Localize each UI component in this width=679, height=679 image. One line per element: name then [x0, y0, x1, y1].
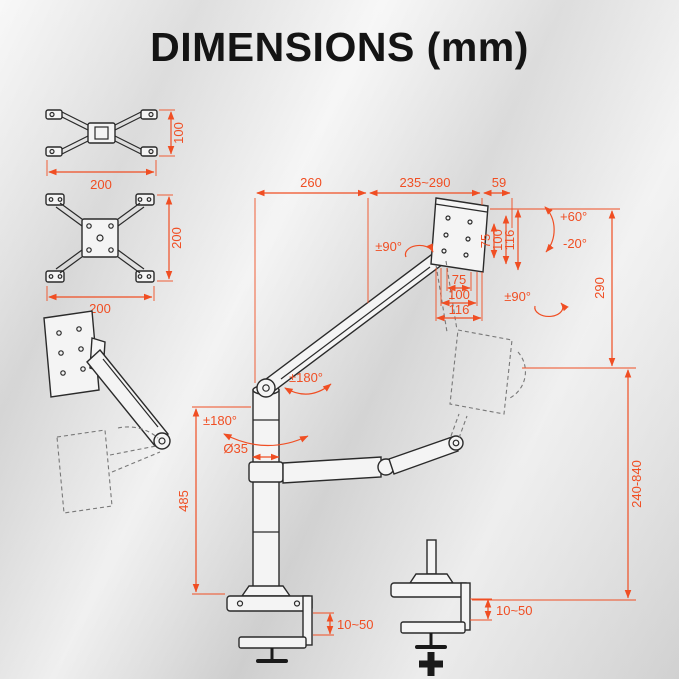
- dim-arm-swivel: ±180°: [289, 370, 323, 385]
- dim-side-swivel: ±90°: [504, 289, 531, 304]
- upper-arm-and-monitor-plate: [256, 197, 489, 398]
- dim-tilt-down: -20°: [563, 236, 587, 251]
- dim-upper-arm-reach: 260: [300, 175, 322, 190]
- dimension-annotations: 260 235~290 59 +60° -20° 75 100 116 75 1…: [176, 175, 644, 636]
- dim-vesa-h-100: 100: [448, 287, 470, 302]
- dim-pole-swivel: ±180°: [203, 413, 237, 428]
- dim-pole-diameter: Ø35: [223, 441, 248, 456]
- dim-vesa-v-100: 100: [490, 229, 505, 251]
- pole-and-desk-clamp: [226, 384, 313, 663]
- vesa-front-view-dimensions: 200 200: [46, 194, 184, 316]
- dim-vesa-front-width: 200: [89, 301, 111, 316]
- arm-folded-side-view: [43, 310, 171, 514]
- dim-tilt-up: +60°: [560, 209, 587, 224]
- dim-vertical-travel: 290: [592, 277, 607, 299]
- dim-column-height: 485: [176, 490, 191, 512]
- dim-vesa-h-75: 75: [452, 272, 466, 287]
- dim-vesa-v-75: 75: [478, 234, 493, 248]
- dim-vesa-v-116: 116: [502, 230, 517, 251]
- dim-vesa-front-height: 200: [169, 227, 184, 249]
- page-title: DIMENSIONS (mm): [150, 24, 529, 70]
- lower-arm-and-ghost-plate: [282, 260, 526, 484]
- dim-head-swivel: ±90°: [375, 239, 402, 254]
- dim-extension-reach: 235~290: [400, 175, 451, 190]
- vesa-plate-front-view: [45, 193, 155, 283]
- dim-clamp-range-right: 10~50: [496, 603, 533, 618]
- grommet-clamp: [390, 539, 471, 676]
- dim-vesa-top-width: 200: [90, 177, 112, 192]
- vesa-plate-top-view: [45, 109, 158, 157]
- dim-vesa-h-116: 116: [449, 302, 470, 317]
- dim-vesa-top-height: 100: [171, 122, 186, 144]
- dim-clamp-range-left: 10~50: [337, 617, 374, 632]
- dim-head-depth: 59: [492, 175, 506, 190]
- dim-height-range: 240-840: [629, 460, 644, 508]
- vesa-top-view-dimensions: 100 200: [46, 109, 186, 192]
